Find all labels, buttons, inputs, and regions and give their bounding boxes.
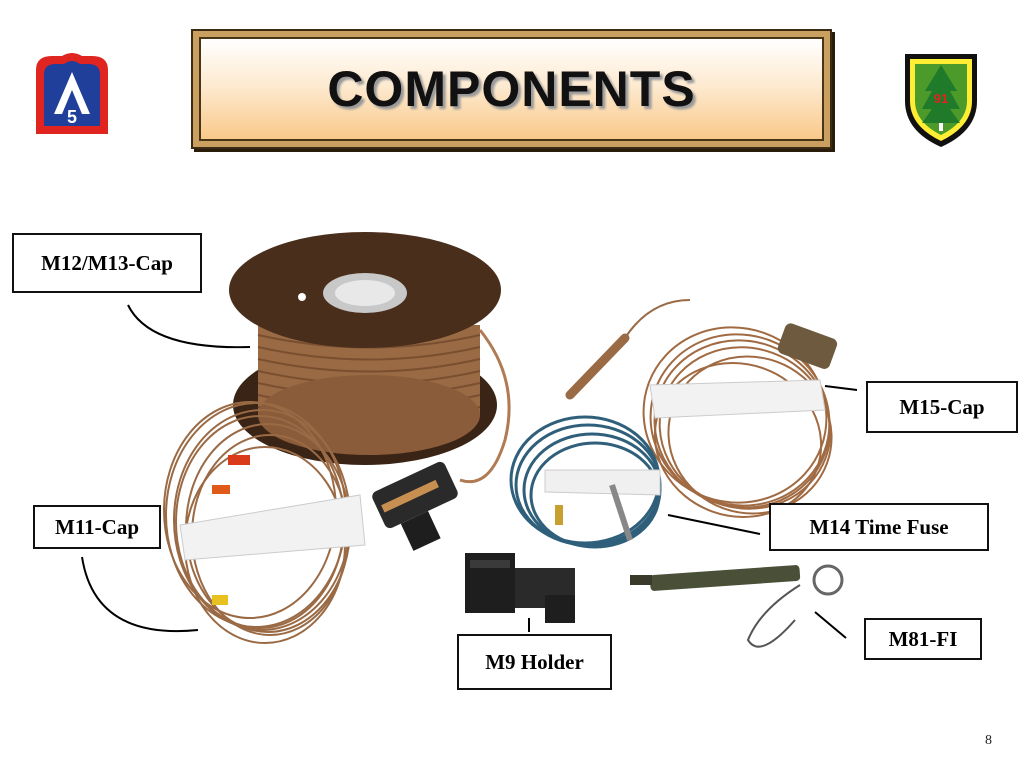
m14-brass-fitting bbox=[555, 505, 563, 525]
title-banner: COMPONENTS bbox=[191, 29, 832, 149]
m9-holder-image bbox=[465, 553, 575, 623]
m15-cap-body bbox=[777, 323, 838, 369]
slide-title: COMPONENTS bbox=[327, 61, 696, 117]
m14-tip bbox=[609, 484, 633, 541]
fifth-army-insignia-icon: 5 bbox=[36, 53, 108, 134]
m15-probe bbox=[565, 333, 630, 400]
m15-leader-line bbox=[824, 385, 858, 391]
division-shield-insignia-icon: 91 bbox=[905, 54, 977, 147]
m81-fi-label: M81-FI bbox=[864, 618, 982, 660]
m14-time-fuse-label: M14 Time Fuse bbox=[769, 503, 989, 551]
m11-connector-red bbox=[228, 455, 250, 465]
m11-connector-yellow bbox=[212, 595, 228, 605]
m11-tape-band bbox=[179, 494, 366, 561]
m15-tape-band bbox=[649, 379, 826, 419]
clip-connector-image bbox=[372, 461, 458, 551]
m11-leader-line bbox=[81, 556, 199, 632]
title-banner-inner: COMPONENTS bbox=[199, 37, 824, 141]
m11-cap-label: M11-Cap bbox=[33, 505, 161, 549]
m11-connector-orange bbox=[212, 485, 230, 494]
m14-tape-band bbox=[544, 469, 661, 496]
m81-leader-line bbox=[814, 611, 847, 639]
insignia-number: 5 bbox=[67, 107, 77, 127]
m81-igniter-image bbox=[630, 564, 844, 648]
page-number: 8 bbox=[985, 733, 992, 748]
shield-number: 91 bbox=[934, 91, 948, 106]
m12-m13-cap-label: M12/M13-Cap bbox=[12, 233, 202, 293]
m12-leader-line bbox=[127, 304, 251, 349]
m15-lead bbox=[624, 299, 691, 339]
spool-image bbox=[229, 232, 511, 483]
m15-cap-label: M15-Cap bbox=[866, 381, 1018, 433]
m14-leader-line bbox=[667, 514, 761, 535]
m9-holder-label: M9 Holder bbox=[457, 634, 612, 690]
